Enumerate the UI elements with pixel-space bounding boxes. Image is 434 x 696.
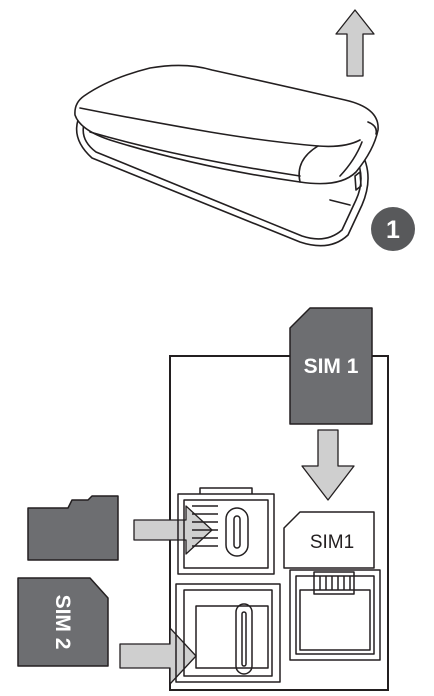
phone-body [75,119,369,247]
sim1-slot-label: SIM1 [310,532,354,553]
step-badge: 1 [371,207,415,251]
phone-illustration [74,64,379,247]
microsd-card [27,495,119,561]
sim1-card: SIM 1 [289,307,373,425]
sim2-card: SIM 2 [17,577,109,667]
arrow-right-icon [119,627,197,685]
microsd-slot [177,487,275,575]
arrow-up-icon [335,9,375,77]
back-cover [74,64,379,185]
arrow-right-icon [133,505,213,555]
sim2-card-label: SIM 2 [51,595,74,650]
sim2-slot [175,583,281,683]
arrow-down-icon [301,429,355,501]
sim1-card-label: SIM 1 [304,355,359,378]
step-number: 1 [386,216,400,244]
sim1-slot: SIM1 [283,511,381,661]
